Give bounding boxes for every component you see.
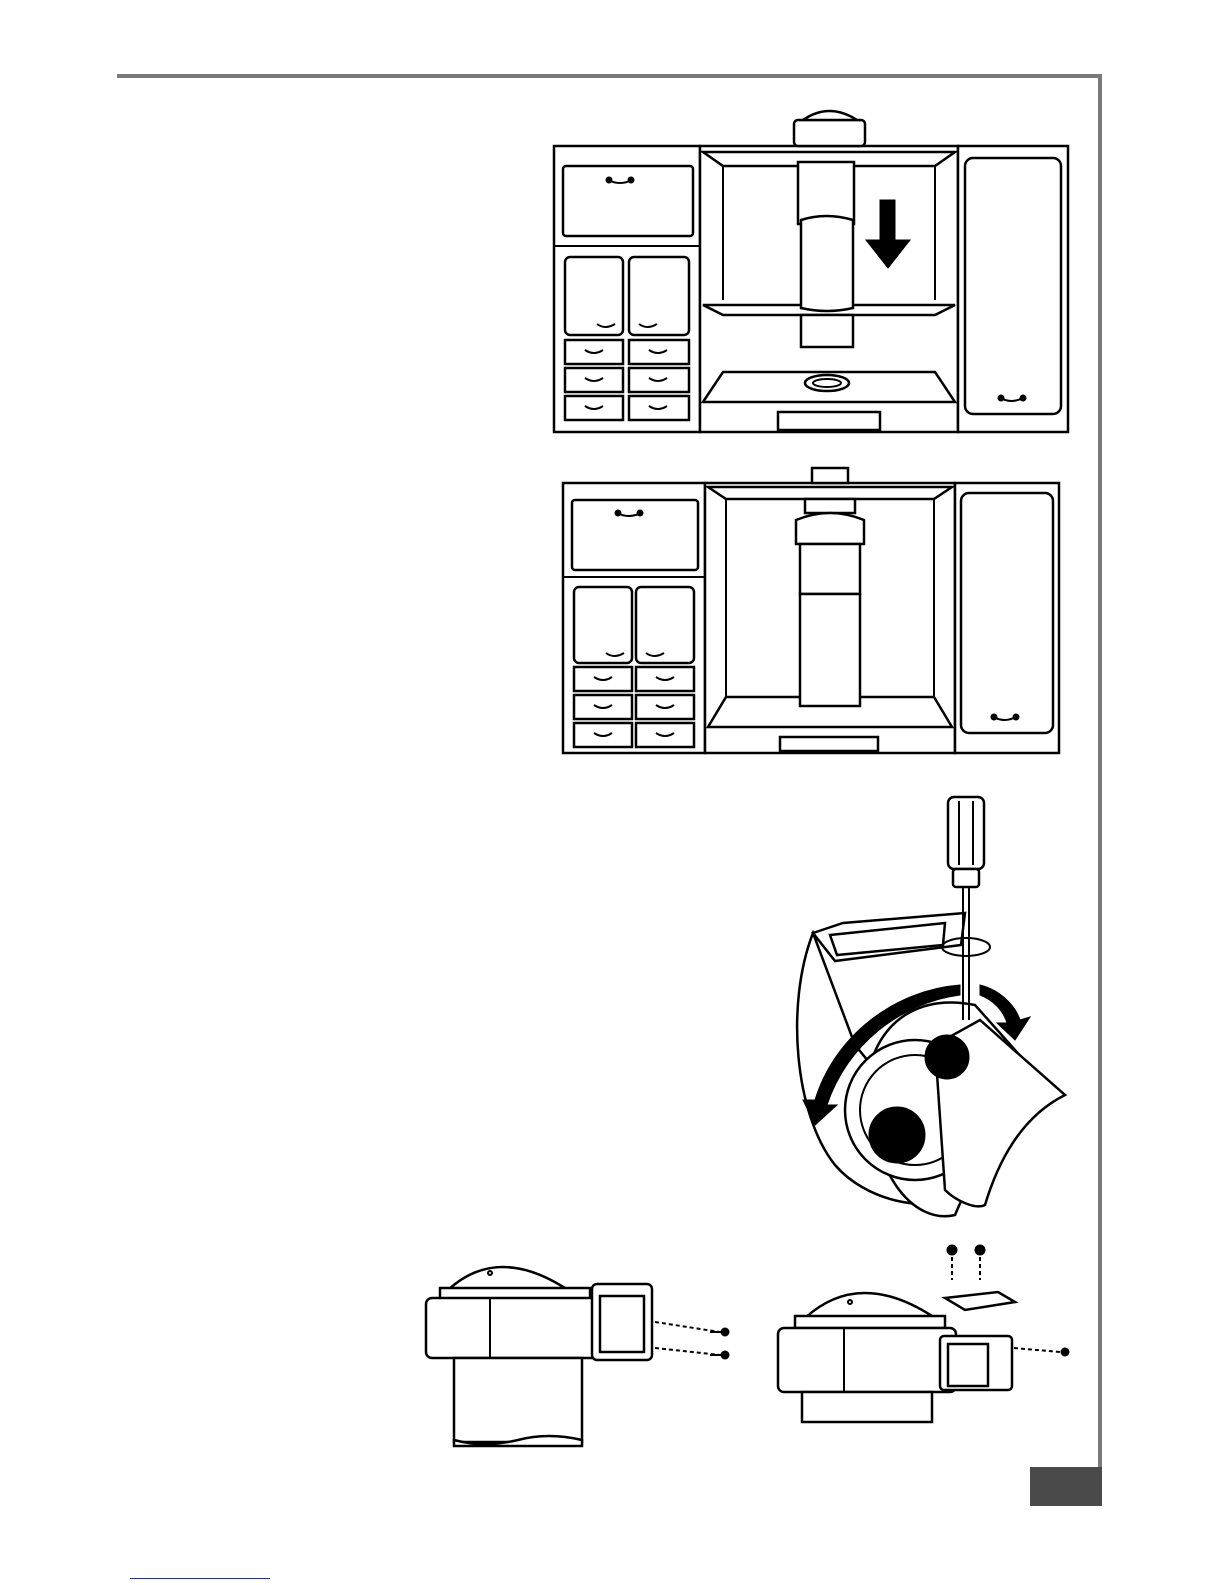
left-cabinet [554, 146, 700, 432]
center-cabinet [705, 468, 955, 753]
page-frame-right-rule [1098, 74, 1102, 1506]
figure-2 [562, 465, 1062, 760]
left-cabinet [563, 483, 705, 753]
motor-icon [426, 1267, 598, 1446]
figure-3 [775, 795, 1085, 1225]
hood-icon [796, 499, 864, 706]
center-cabinet [700, 111, 958, 432]
motor-icon [778, 1293, 956, 1422]
junction-box-icon [940, 1292, 1015, 1390]
right-cabinet [958, 146, 1068, 432]
right-cabinet [955, 483, 1059, 753]
junction-box-icon [592, 1284, 652, 1360]
screw-icon [655, 1322, 729, 1359]
page-frame-top-rule [117, 74, 1102, 78]
figure-4 [420, 1240, 1080, 1455]
footer-link-underline[interactable] [130, 1578, 270, 1579]
page-number-tab [1030, 1467, 1102, 1506]
figure-1 [553, 100, 1073, 435]
